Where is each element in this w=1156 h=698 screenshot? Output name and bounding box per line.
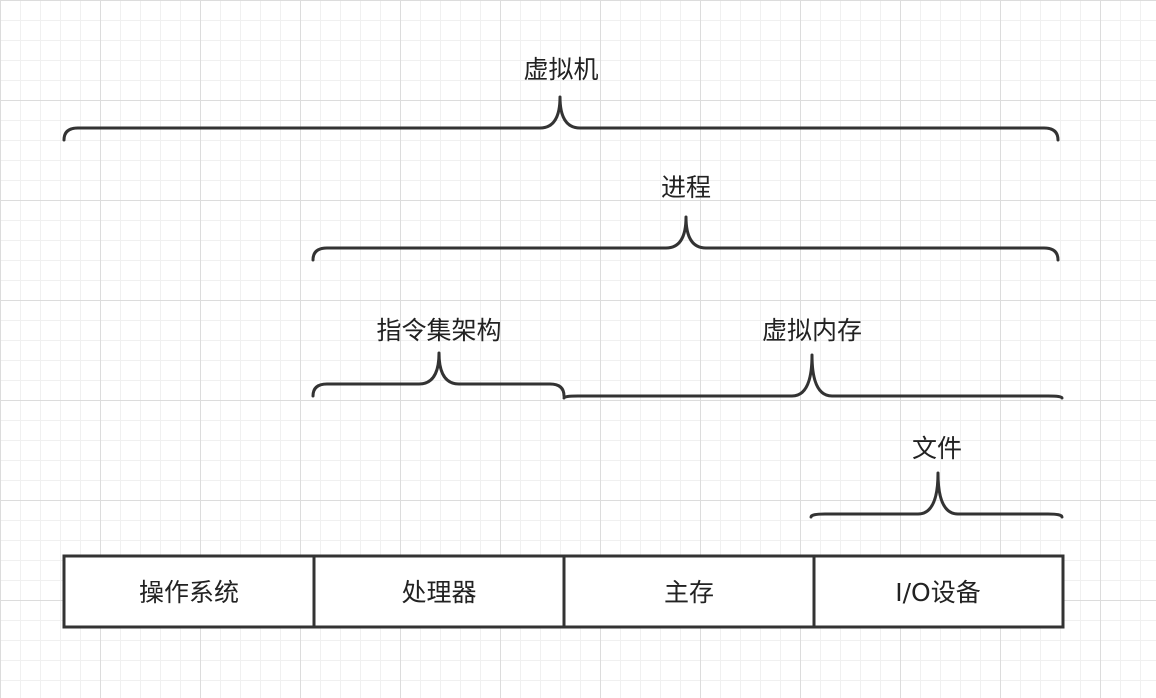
brace-isa: 指令集架构 xyxy=(311,316,566,398)
brace-virtual-machine-label: 虚拟机 xyxy=(523,55,598,84)
box-os-rect xyxy=(62,554,316,629)
box-io-devices-label: I/O设备 xyxy=(895,578,980,607)
brace-isa-curve xyxy=(311,351,566,398)
box-os-label: 操作系统 xyxy=(139,578,239,607)
box-io-devices-rect xyxy=(812,554,1065,629)
brace-isa-label: 指令集架构 xyxy=(376,316,501,345)
brace-virtual-memory-curve xyxy=(562,353,1064,400)
brace-virtual-machine: 虚拟机 xyxy=(62,55,1060,142)
brace-process-curve xyxy=(311,215,1060,262)
brace-virtual-memory-label: 虚拟内存 xyxy=(762,316,862,345)
box-main-memory-rect xyxy=(562,554,816,629)
box-main-memory-label: 主存 xyxy=(664,578,714,607)
brace-file: 文件 xyxy=(809,434,1064,519)
brace-process: 进程 xyxy=(311,173,1060,262)
brace-process-label: 进程 xyxy=(661,173,711,202)
brace-file-label: 文件 xyxy=(912,434,962,463)
brace-virtual-machine-curve xyxy=(62,95,1060,142)
box-os: 操作系统 xyxy=(62,554,316,629)
box-main-memory: 主存 xyxy=(562,554,816,629)
box-processor-rect xyxy=(312,554,566,629)
hardware-row: 操作系统 处理器 主存 I/O设备 xyxy=(62,554,1065,629)
box-processor-label: 处理器 xyxy=(401,578,476,607)
brace-virtual-memory: 虚拟内存 xyxy=(562,316,1064,400)
box-io-devices: I/O设备 xyxy=(812,554,1065,629)
box-processor: 处理器 xyxy=(312,554,566,629)
brace-file-curve xyxy=(809,471,1064,519)
